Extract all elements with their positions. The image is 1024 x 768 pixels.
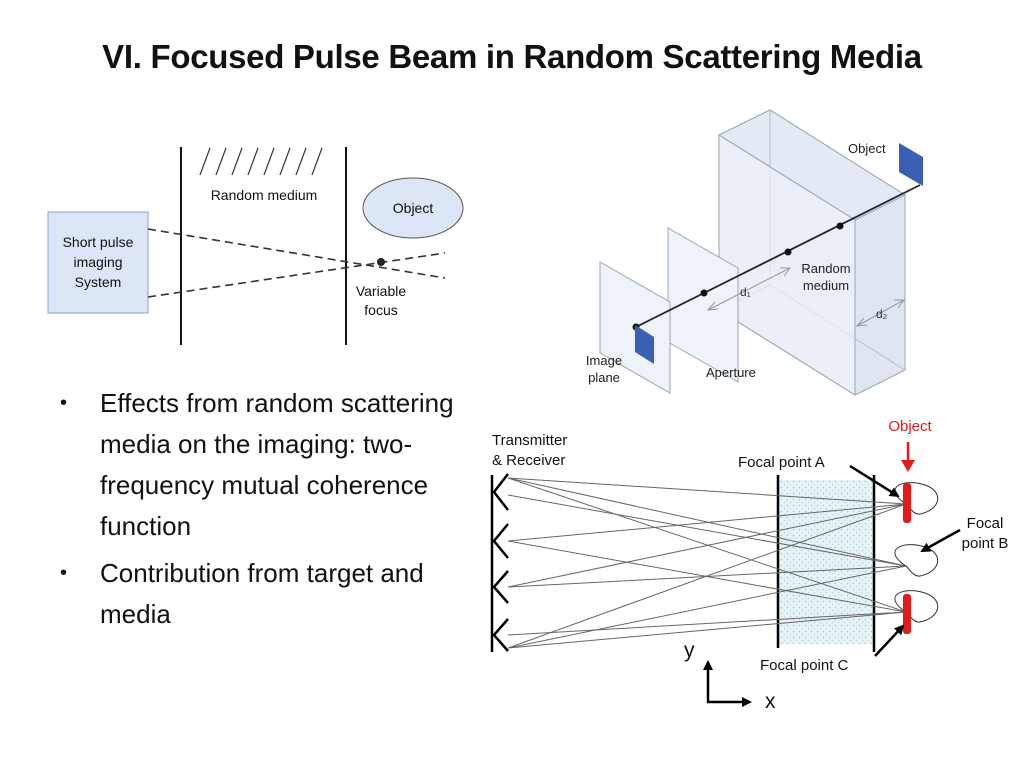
focal-a-label: Focal point A bbox=[738, 454, 825, 471]
target-lower bbox=[903, 594, 911, 634]
bullet-item: • Contribution from target and media bbox=[60, 553, 460, 635]
tx-label-line1: Transmitter bbox=[492, 432, 567, 449]
d1-arrow bbox=[707, 267, 791, 311]
bullet-dot: • bbox=[60, 392, 68, 414]
diagram-focal-points: Transmitter & Receiver bbox=[490, 418, 1009, 713]
medium-box-front bbox=[718, 134, 856, 396]
focus-point bbox=[377, 258, 385, 266]
ray-lines bbox=[507, 477, 907, 649]
target-upper bbox=[903, 483, 911, 523]
transducer-elements bbox=[492, 473, 509, 652]
system-label-line1: Short pulse bbox=[63, 234, 134, 250]
d1-label: d₁ bbox=[740, 285, 751, 299]
medium-label-3d-line2: medium bbox=[803, 278, 849, 293]
system-label-line2: imaging bbox=[73, 254, 122, 270]
focal-a-arrow bbox=[849, 464, 900, 498]
bullet-item: • Effects from random scattering media o… bbox=[60, 383, 460, 547]
image-plane-label-line1: Image bbox=[586, 353, 622, 368]
focus-label-line1: Variable bbox=[356, 283, 407, 299]
axis-point-medium-back bbox=[836, 222, 844, 230]
focal-c-label: Focal point C bbox=[760, 657, 849, 674]
axis-x-label: x bbox=[765, 690, 776, 713]
image-plane-label-line2: plane bbox=[588, 370, 620, 385]
object-label: Object bbox=[393, 200, 434, 216]
bullet-text: Contribution from target and media bbox=[100, 558, 424, 629]
object-label-red: Object bbox=[888, 418, 932, 435]
focal-b-label-line1: Focal bbox=[967, 515, 1004, 532]
focal-b-arrow bbox=[920, 528, 961, 553]
optical-axis bbox=[635, 184, 921, 328]
focal-lobes bbox=[894, 482, 938, 623]
object-label-3d: Object bbox=[848, 141, 886, 156]
tx-label-line2: & Receiver bbox=[492, 452, 565, 469]
random-medium-label: Random medium bbox=[211, 187, 318, 203]
axis-point-medium-front bbox=[784, 248, 792, 256]
beam-lines bbox=[147, 228, 446, 298]
focal-b-label-line2: point B bbox=[962, 535, 1009, 552]
medium-label-3d-line1: Random bbox=[801, 261, 850, 276]
d2-label: d₂ bbox=[876, 307, 888, 321]
object-ellipse bbox=[362, 177, 464, 239]
bullet-dot: • bbox=[60, 562, 68, 584]
axis-point-aperture bbox=[700, 289, 708, 297]
diagram-variable-focus: Short pulse imaging System Random medium… bbox=[47, 147, 464, 345]
slide-title: VI. Focused Pulse Beam in Random Scatter… bbox=[102, 38, 922, 75]
system-label-line3: System bbox=[75, 274, 122, 290]
focal-c-arrow bbox=[874, 624, 905, 657]
focus-label-line2: focus bbox=[364, 302, 397, 318]
bullet-list: • Effects from random scattering media o… bbox=[60, 383, 460, 641]
axis-y-label: y bbox=[684, 639, 695, 662]
image-plate bbox=[635, 325, 654, 364]
imaging-system-box bbox=[47, 211, 149, 314]
medium-hatch bbox=[199, 147, 323, 176]
d2-arrow bbox=[856, 299, 905, 327]
bullet-text: Effects from random scattering media on … bbox=[100, 388, 454, 541]
diagram-3d-geometry: d₁ d₂ Object Random medium Aperture Imag… bbox=[586, 109, 923, 396]
object-plate bbox=[899, 143, 923, 186]
aperture-label: Aperture bbox=[706, 365, 756, 380]
